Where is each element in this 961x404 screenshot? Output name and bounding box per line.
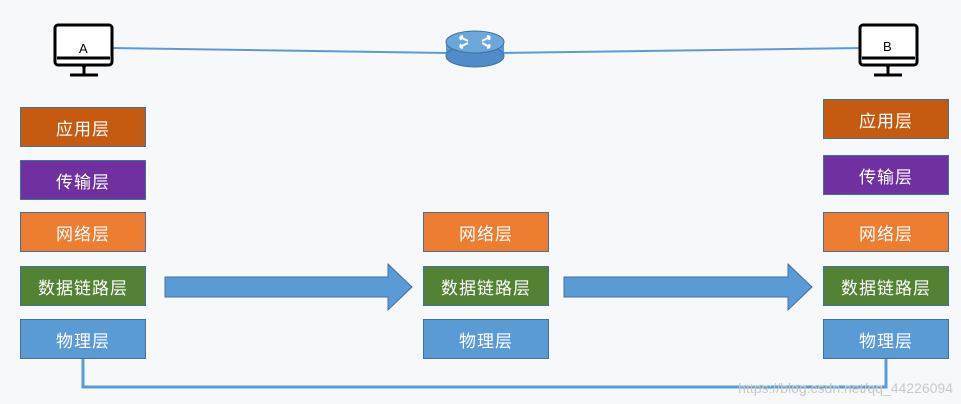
host-a-label: A xyxy=(79,41,88,56)
computer-icon xyxy=(858,23,919,77)
host-b-application-layer: 应用层 xyxy=(823,99,949,139)
link-line-router-b xyxy=(502,47,863,54)
router-physical-layer: 物理层 xyxy=(423,319,549,359)
host-a-transport-layer: 传输层 xyxy=(20,160,146,200)
router-data-link-layer: 数据链路层 xyxy=(423,266,549,306)
link-line-a-router xyxy=(111,47,448,54)
host-a-application-layer: 应用层 xyxy=(20,107,146,147)
arrow-a-to-router xyxy=(164,262,413,312)
host-b-physical-layer: 物理层 xyxy=(823,319,949,359)
host-b-label: B xyxy=(883,39,892,54)
router-network-layer: 网络层 xyxy=(423,212,549,252)
arrow-router-to-b xyxy=(563,262,813,312)
host-b-network-layer: 网络层 xyxy=(823,212,949,252)
watermark: https://blog.csdn.net/qq_44226094 xyxy=(738,380,953,396)
host-b-transport-layer: 传输层 xyxy=(823,155,949,195)
host-a-physical-layer: 物理层 xyxy=(20,319,146,359)
host-a-network-layer: 网络层 xyxy=(20,212,146,252)
computer-icon xyxy=(53,23,114,77)
host-a-data-link-layer: 数据链路层 xyxy=(20,266,146,306)
host-b-data-link-layer: 数据链路层 xyxy=(823,266,949,306)
router-icon xyxy=(445,30,505,68)
physical-link-line xyxy=(81,358,888,389)
